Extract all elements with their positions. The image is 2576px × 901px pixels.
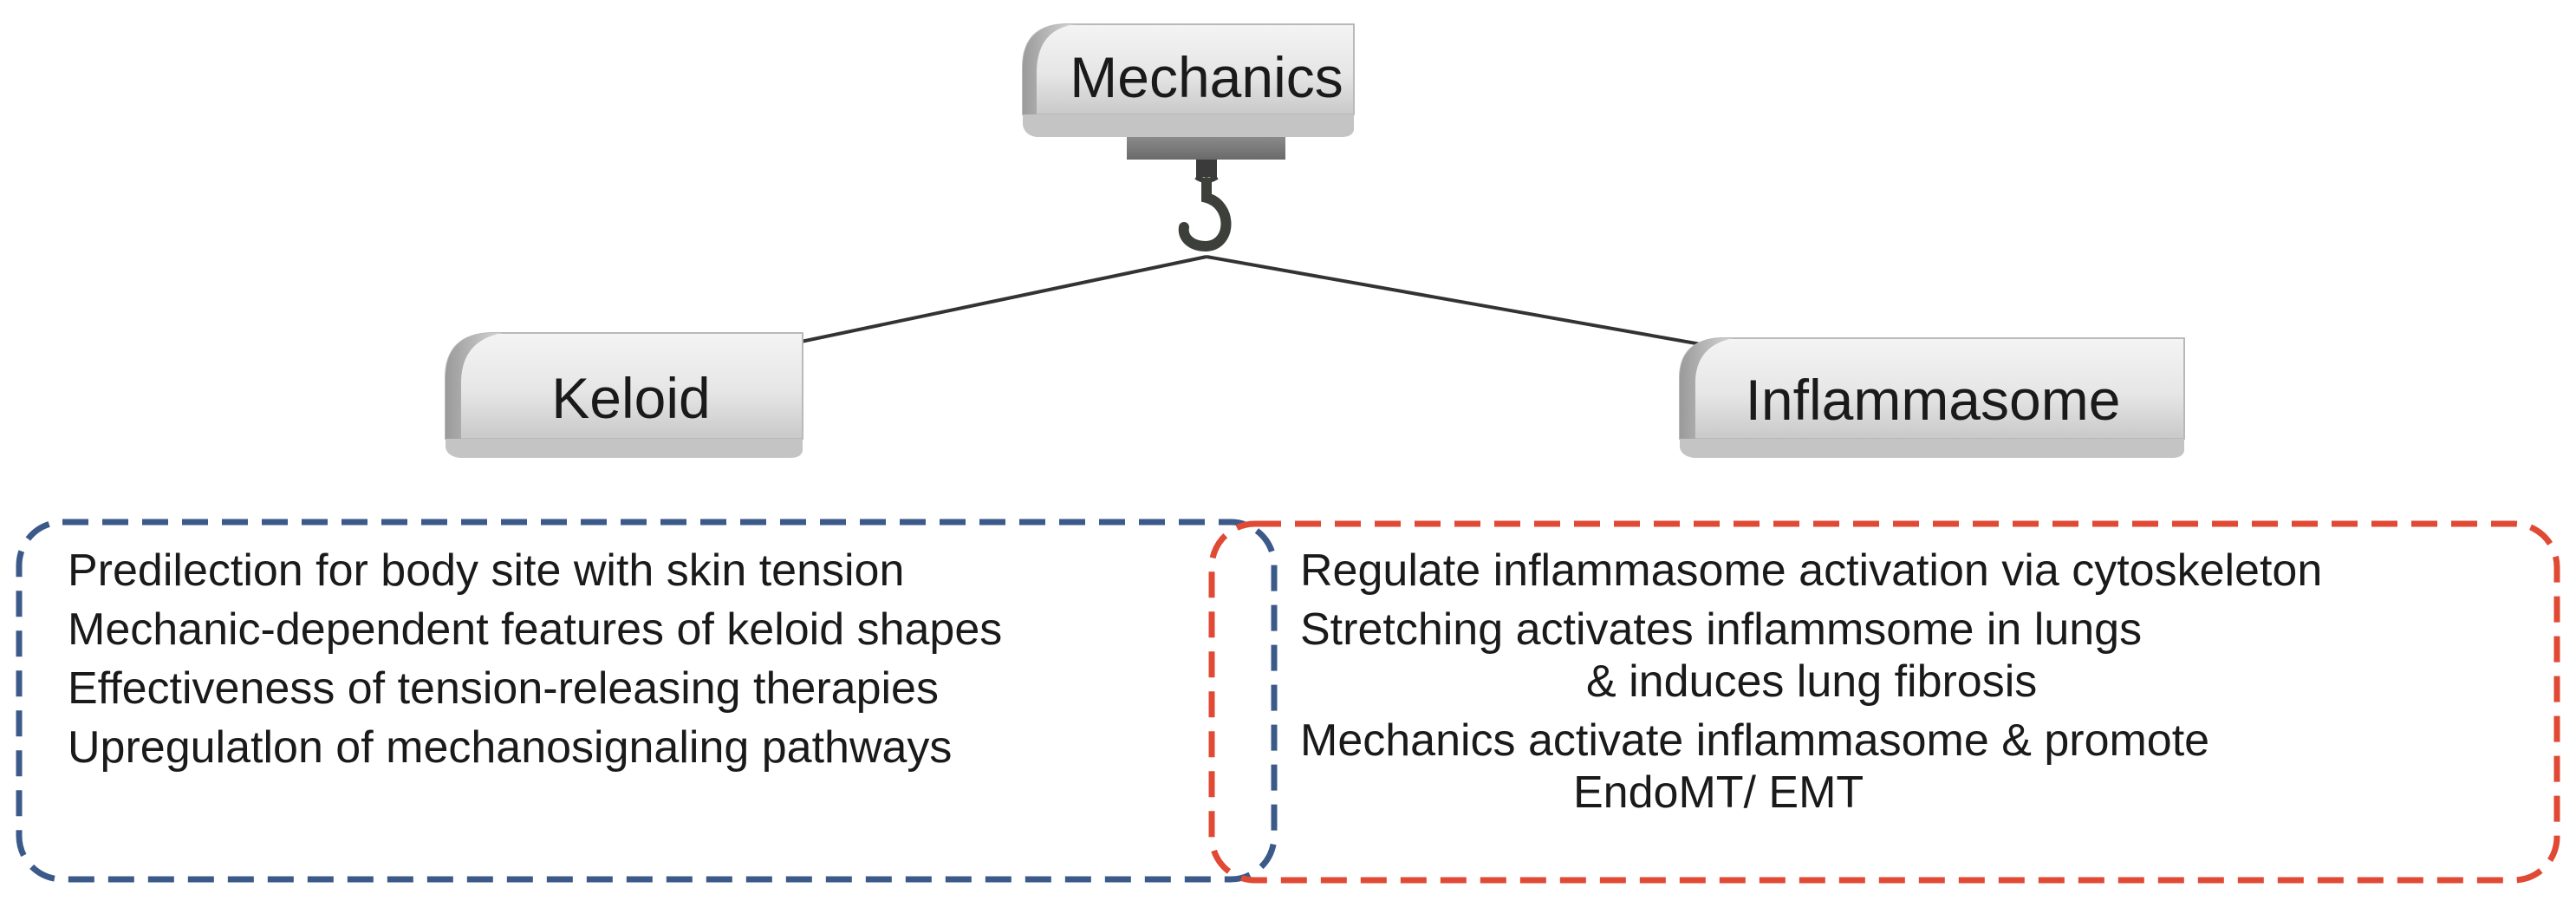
keloid-feature-list: Predilection for body site with skin ten…	[68, 545, 1002, 774]
inflammasome-node: Inflammasome	[1679, 337, 2185, 458]
keloid-label: Keloid	[551, 366, 710, 430]
inflammasome-feature-item: & induces lung fibrosis	[1586, 656, 2038, 707]
mechanics-node: Mechanics	[1022, 23, 1355, 137]
inflammasome-feature-list: Regulate inflammasome activation via cyt…	[1300, 545, 2322, 819]
inflammasome-feature-item: Mechanics activate inflammasome & promot…	[1300, 715, 2210, 766]
connector-left	[784, 255, 1207, 347]
keloid-features-box	[16, 519, 1278, 883]
connector-right	[1206, 255, 1707, 347]
keloid-feature-item: Mechanic-dependent features of keloid sh…	[68, 604, 1003, 655]
inflammasome-feature-item: Stretching activates inflammsome in lung…	[1300, 604, 2143, 655]
keloid-feature-item: Predilection for body site with skin ten…	[68, 545, 905, 596]
keloid-node: Keloid	[445, 332, 803, 458]
inflammasome-feature-item: EndoMT/ EMT	[1573, 767, 1864, 818]
hook-icon	[1127, 137, 1285, 252]
keloid-feature-item: Upregulatlon of mechanosignaling pathway…	[68, 722, 953, 773]
inflammasome-feature-item: Regulate inflammasome activation via cyt…	[1300, 545, 2323, 596]
keloid-feature-item: Effectiveness of tension-releasing thera…	[68, 663, 939, 714]
inflammasome-features-box	[1208, 520, 2560, 884]
inflammasome-label: Inflammasome	[1746, 368, 2121, 432]
mechanics-label: Mechanics	[1070, 45, 1343, 109]
